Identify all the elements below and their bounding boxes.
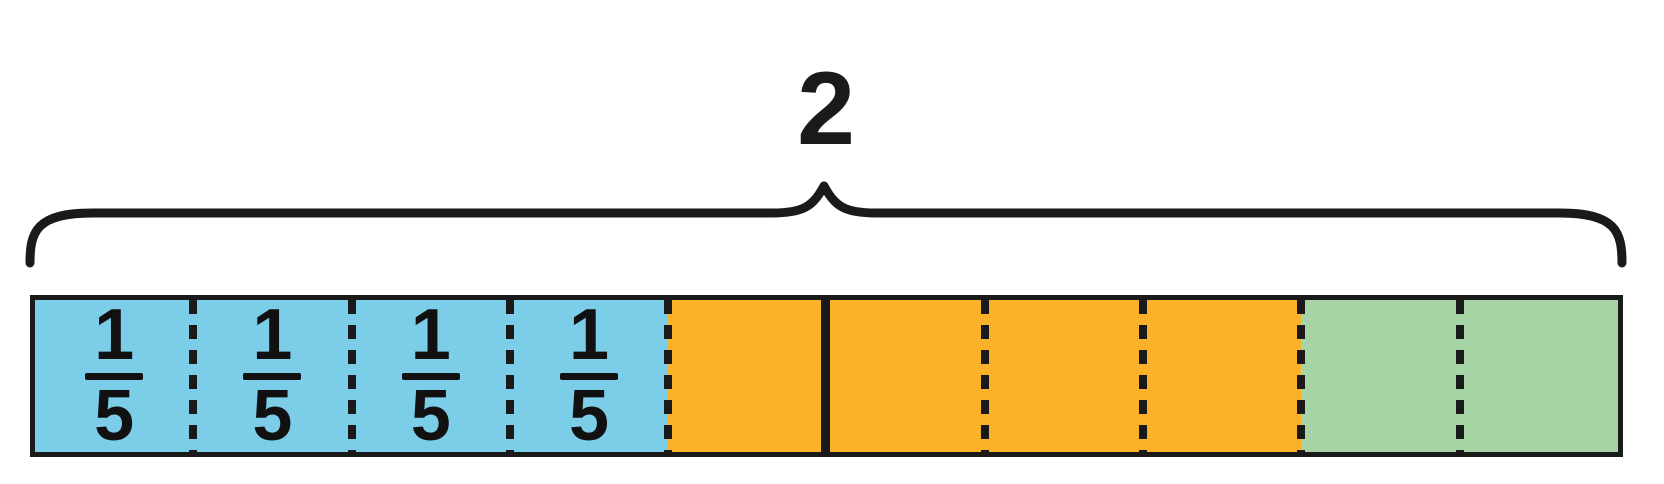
fraction-bar: [401, 372, 460, 380]
curly-brace-path: [25, 181, 1627, 268]
dashed-divider: [664, 300, 673, 452]
fraction-numerator: 1: [252, 295, 293, 376]
tape-segment-9: [1301, 300, 1464, 452]
dashed-divider: [1139, 300, 1148, 452]
tape-segment-10: [1459, 300, 1618, 452]
fraction-bar: [243, 372, 302, 380]
tape-segment-8: [1143, 300, 1306, 452]
tape-segment-7: [984, 300, 1148, 452]
fraction-denominator: 5: [410, 375, 451, 456]
dashed-divider: [1297, 300, 1306, 452]
fraction-numerator: 1: [569, 295, 610, 376]
brace-label: 2: [797, 51, 855, 167]
fraction-numerator: 1: [94, 295, 135, 376]
fraction-bar: [85, 372, 144, 380]
dashed-divider: [347, 300, 356, 452]
dashed-divider: [980, 300, 989, 452]
dashed-divider: [505, 300, 514, 452]
solid-divider: [821, 300, 831, 452]
dashed-divider: [189, 300, 198, 452]
dashed-divider: [1455, 300, 1464, 452]
tape-segment-6: [826, 300, 989, 452]
fraction-denominator: 5: [569, 375, 610, 456]
fraction-denominator: 5: [252, 375, 293, 456]
fraction-denominator: 5: [94, 375, 135, 456]
fraction-numerator: 1: [410, 295, 451, 376]
fraction-bar: [560, 372, 619, 380]
tape-segment-5: [668, 300, 831, 452]
